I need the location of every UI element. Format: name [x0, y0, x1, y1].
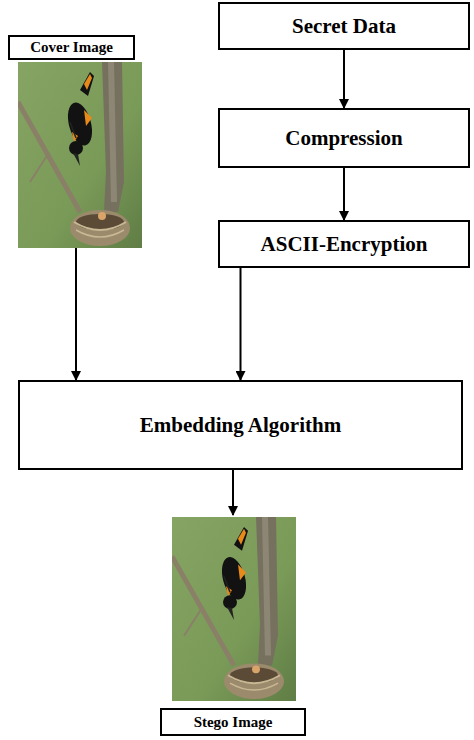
caption-box: Cover Image [8, 35, 135, 60]
cover-picture [18, 62, 142, 248]
stego-image-node: Stego Image [160, 515, 306, 738]
image-caption: Stego Image [194, 714, 273, 731]
flow-arrow [343, 50, 345, 108]
flow-arrow [75, 248, 77, 380]
box-label: Secret Data [292, 14, 396, 39]
stego-picture [172, 517, 296, 701]
process-box: Compression [218, 108, 470, 168]
process-box: ASCII-Encryption [218, 220, 470, 268]
box-label: Compression [285, 126, 402, 151]
process-box: Embedding Algorithm [18, 380, 463, 470]
flow-arrow [240, 268, 242, 380]
image-caption: Cover Image [30, 39, 113, 56]
flow-arrow [232, 470, 234, 515]
box-label: ASCII-Encryption [261, 232, 428, 257]
process-box: Secret Data [218, 2, 470, 50]
cover-image-node: Cover Image [8, 35, 144, 248]
box-label: Embedding Algorithm [140, 413, 341, 438]
caption-box: Stego Image [160, 708, 306, 736]
flow-arrow [343, 168, 345, 220]
